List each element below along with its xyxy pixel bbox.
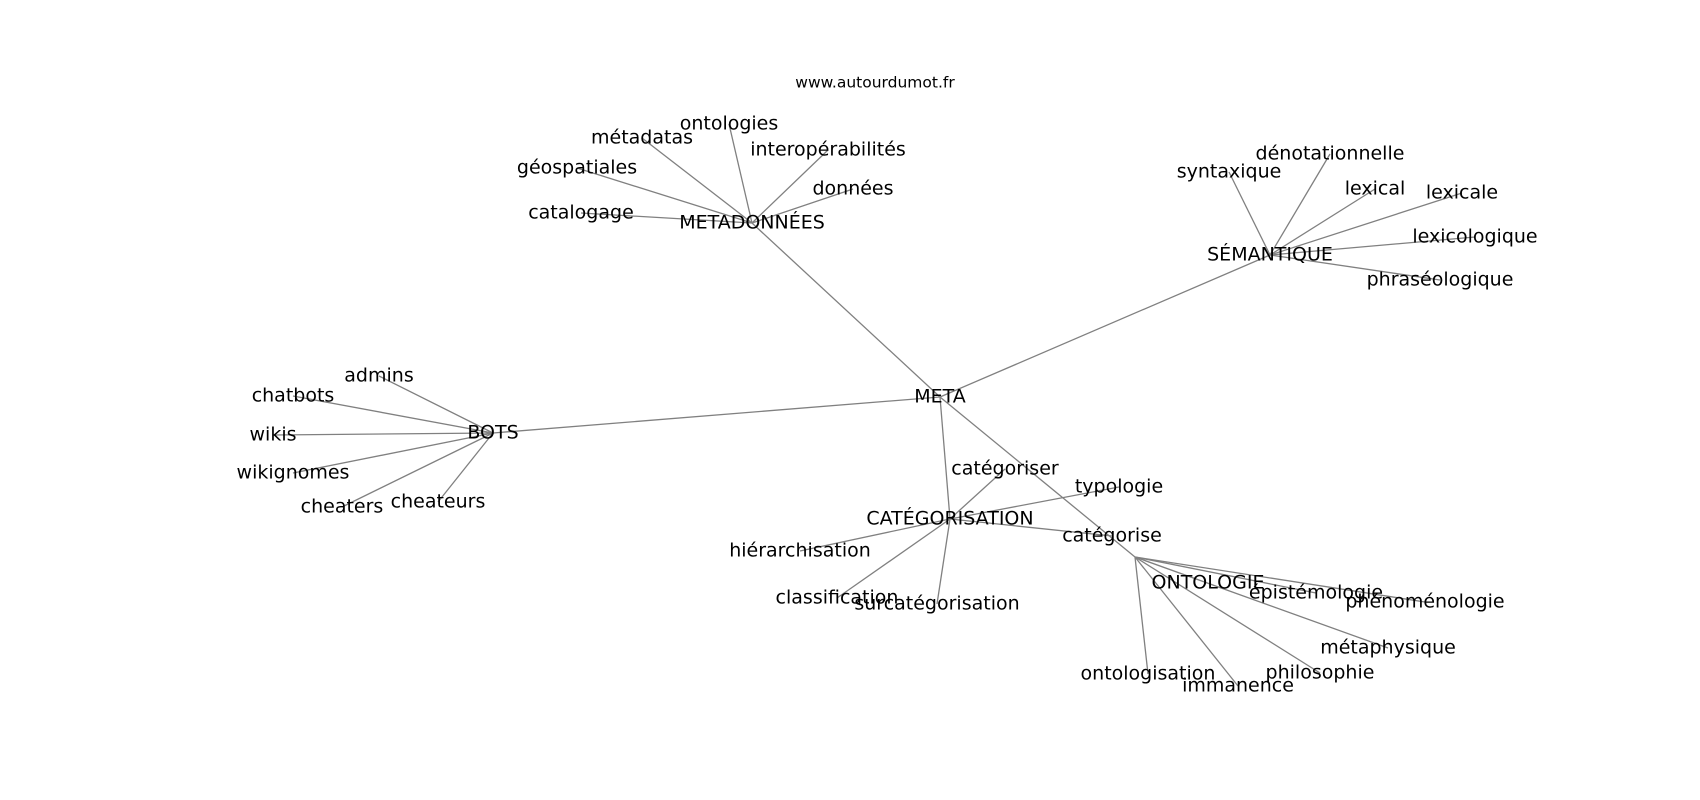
edge-hub-leaf [272,432,494,436]
leaf-node: cheateurs [391,491,486,513]
leaf-node: épistémologie [1249,582,1383,604]
edge-root-hub [939,396,1136,558]
leaf-node: philosophie [1266,662,1375,684]
leaf-node: wikis [250,424,297,446]
edge-hub-leaf [799,518,951,552]
leaf-node: cheaters [301,496,384,518]
leaf-node: typologie [1075,476,1163,498]
edge-hub-leaf [1269,188,1376,256]
hub-node: METADONNÉES [679,211,825,234]
edge-hub-leaf [751,188,854,224]
edge-hub-leaf [1269,254,1441,281]
edge-hub-leaf [949,468,1006,520]
hub-node: BOTS [467,422,518,444]
hub-node: ONTOLOGIE [1152,572,1265,594]
leaf-node: ontologisation [1081,663,1216,685]
leaf-node: syntaxique [1177,161,1282,183]
leaf-node: métadatas [591,127,693,149]
edge-hub-leaf [341,432,494,508]
edge-hub-leaf [641,137,753,224]
leaf-node: hiérarchisation [729,540,871,562]
leaf-node: lexicologique [1412,226,1537,248]
edge-hub-leaf [1134,556,1149,675]
graph-edges [272,123,1476,687]
leaf-node: catégorise [1062,525,1162,547]
leaf-node: wikignomes [237,462,350,484]
edge-hub-leaf [1134,556,1426,603]
edge-hub-leaf [949,518,1113,537]
source-url: www.autourdumot.fr [795,74,955,92]
edge-hub-leaf [1269,153,1331,256]
edge-hub-leaf [1134,556,1389,649]
hub-node: CATÉGORISATION [866,507,1033,530]
leaf-node: admins [344,365,413,387]
leaf-node: lexical [1345,178,1406,200]
leaf-node: chatbots [252,385,335,407]
leaf-node: lexicale [1426,182,1498,204]
leaf-node: dénotationnelle [1256,143,1405,165]
edge-hub-leaf [1134,556,1317,594]
edge-hub-leaf [378,375,494,434]
leaf-node: classification [776,587,899,609]
leaf-node: surcatégorisation [854,593,1019,615]
edge-root-hub [939,396,951,520]
leaf-node: interopérabilités [750,139,906,161]
leaf-node: phraséologique [1367,269,1514,291]
leaf-node: phénoménologie [1345,591,1504,613]
leaf-node: données [812,178,893,200]
edge-hub-leaf [1134,556,1321,674]
leaf-node: ontologies [680,113,779,135]
edge-root-hub [939,254,1271,398]
leaf-node: catalogage [528,202,634,224]
leaf-node: immanence [1182,675,1294,697]
edge-hub-leaf [292,432,494,474]
edge-hub-leaf [936,518,951,605]
edge-root-hub [751,222,941,398]
edge-hub-leaf [437,432,494,503]
edge-hub-leaf [949,486,1120,520]
edge-hub-leaf [1228,171,1271,256]
edge-hub-leaf [751,149,829,224]
leaf-node: métaphysique [1320,637,1456,659]
edge-hub-leaf [576,167,753,224]
hub-node: SÉMANTIQUE [1207,243,1333,266]
leaf-node: catégoriser [951,458,1059,480]
root-node: META [914,386,966,408]
edge-hub-leaf [1134,556,1239,687]
edge-root-hub [492,396,941,434]
edge-hub-leaf [1269,192,1463,256]
edge-hub-leaf [728,123,753,224]
edge-hub-leaf [580,212,753,224]
edge-hub-leaf [836,518,951,599]
leaf-node: géospatiales [517,157,637,179]
edge-hub-leaf [1269,236,1476,256]
edge-hub-leaf [292,395,494,434]
